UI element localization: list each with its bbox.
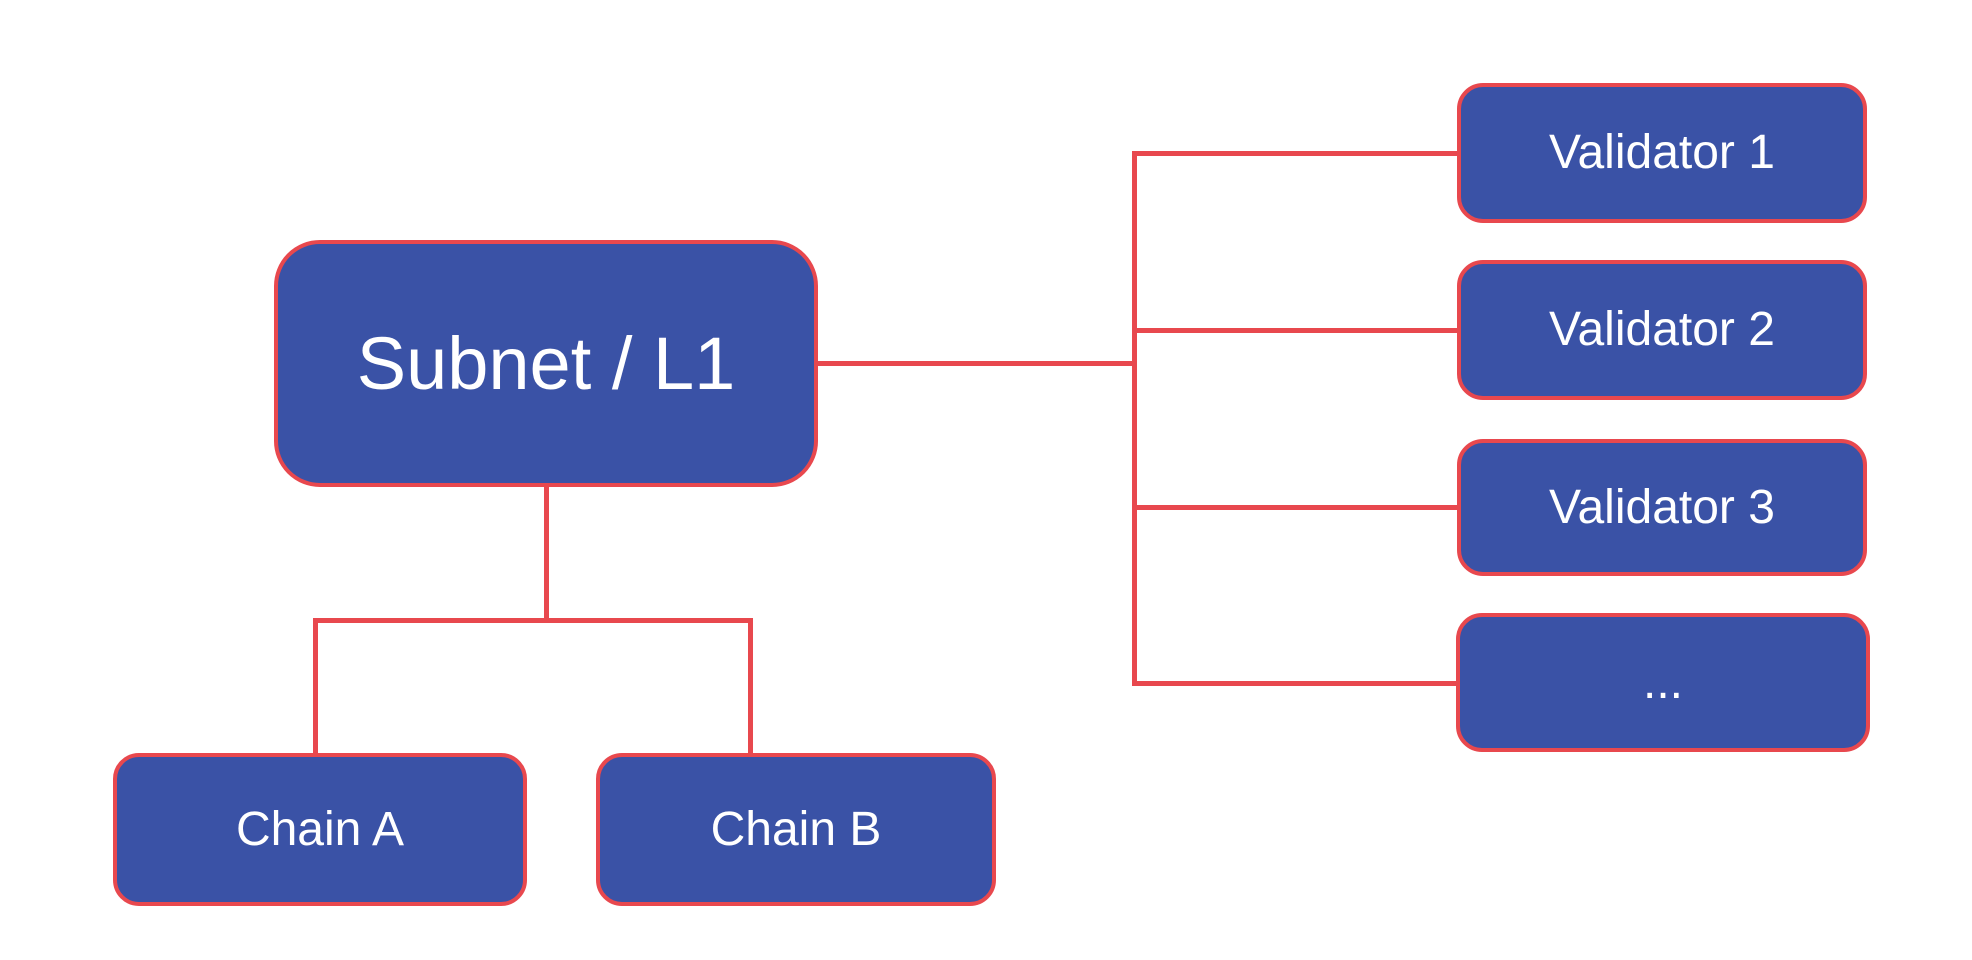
node-chain-b: Chain B — [596, 753, 996, 906]
connector-drop-chain-b — [748, 618, 753, 756]
node-validator-2: Validator 2 — [1457, 260, 1867, 400]
node-validator-more: ... — [1456, 613, 1870, 752]
connector-branch-validator-1 — [1132, 151, 1460, 156]
connector-subnet-down — [544, 483, 549, 623]
node-validator-3-label: Validator 3 — [1549, 480, 1775, 534]
connector-drop-chain-a — [313, 618, 318, 756]
node-subnet-l1-label: Subnet / L1 — [356, 321, 736, 405]
connector-branch-validator-3 — [1132, 505, 1460, 510]
node-subnet-l1: Subnet / L1 — [274, 240, 818, 487]
connector-branch-validator-2 — [1132, 328, 1460, 333]
connector-branch-validator-more — [1132, 681, 1459, 686]
node-validator-more-label: ... — [1642, 655, 1683, 709]
node-validator-1: Validator 1 — [1457, 83, 1867, 223]
connector-chain-elbow — [313, 618, 753, 623]
node-chain-a-label: Chain A — [235, 802, 405, 856]
node-validator-3: Validator 3 — [1457, 439, 1867, 576]
node-chain-a: Chain A — [113, 753, 527, 906]
node-chain-b-label: Chain B — [710, 802, 882, 856]
node-validator-1-label: Validator 1 — [1549, 126, 1775, 179]
connector-validator-trunk — [1132, 151, 1137, 686]
node-validator-2-label: Validator 2 — [1549, 303, 1775, 356]
connector-subnet-to-trunk — [814, 361, 1137, 366]
